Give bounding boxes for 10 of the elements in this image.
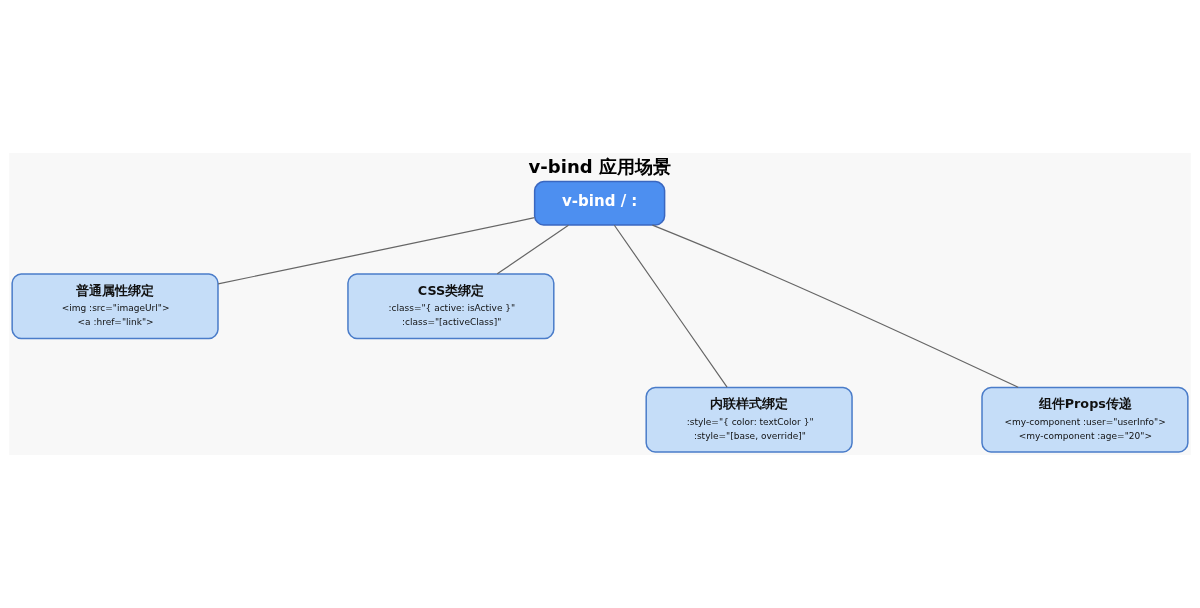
connector [217, 217, 536, 285]
diagram-title: v-bind 应用场景 [528, 155, 671, 177]
node-box: CSS类绑定 :class="{ active: isActive }" :class="[activeClass]" [347, 273, 555, 340]
connector [496, 224, 570, 275]
node-box: 组件Props传递 <my-component :user="userInfo"> <my-component :age="20"> [981, 386, 1189, 453]
connector [651, 224, 1019, 388]
node-box: v-bind / : [533, 180, 666, 226]
node-box: 普通属性绑定 <img :src="imageUrl"> <a :href="link"> [11, 273, 219, 340]
node-box: 内联样式绑定 :style="{ color: textColor }" :style="[base, override]" [645, 386, 853, 453]
connector [613, 224, 728, 388]
